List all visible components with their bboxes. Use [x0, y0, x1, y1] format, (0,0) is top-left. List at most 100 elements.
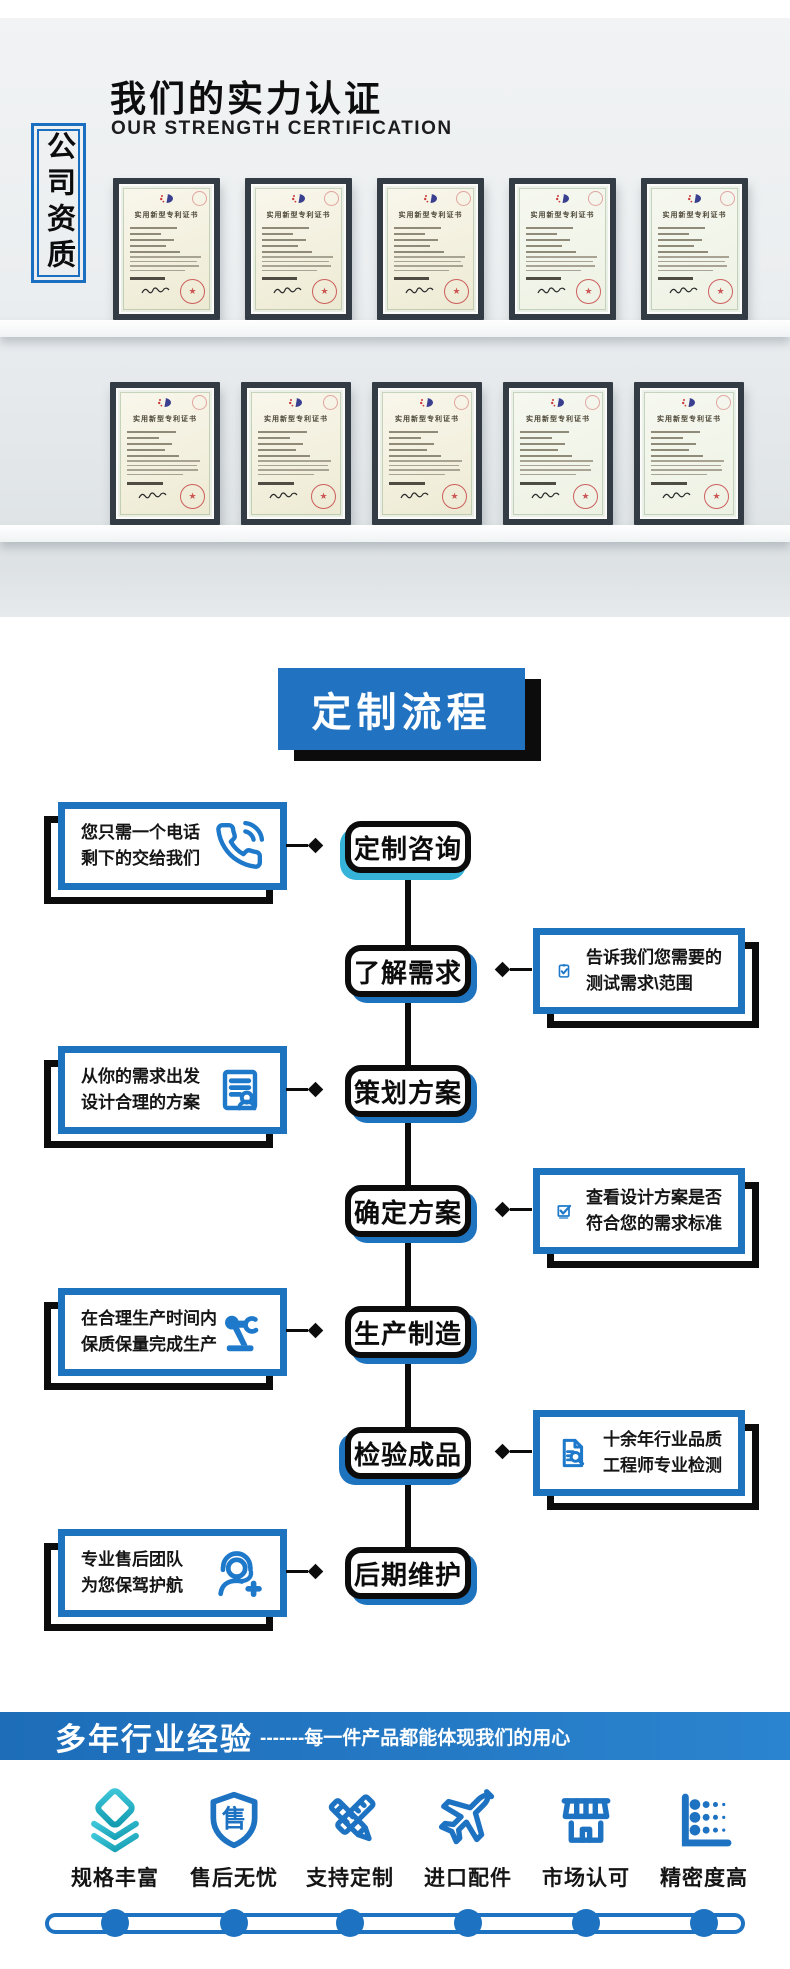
cert-paragraph-line — [651, 469, 723, 471]
certificate-paper: 实用新型专利证书 ★ — [517, 186, 608, 312]
cert-paragraph-line — [651, 473, 708, 475]
headset-person-icon — [218, 1551, 262, 1598]
certificate-shelf-row-bottom: 实用新型专利证书 ★ 实用新型专利证书 — [110, 382, 744, 525]
cert-paragraph-line — [520, 469, 592, 471]
clipboard-check-icon — [558, 964, 570, 978]
red-seal-stamp: ★ — [704, 484, 729, 509]
process-note: 从你的需求出发设计合理的方案 — [58, 1046, 287, 1134]
cert-paragraph-line — [262, 256, 333, 258]
cert-paragraph-line — [258, 469, 330, 471]
cert-text-line — [258, 443, 304, 445]
certificate-paper: 实用新型专利证书 ★ — [511, 390, 605, 517]
cert-text-line — [526, 251, 577, 253]
connector-left — [286, 1563, 324, 1580]
company-qualification-label: 公司资质 — [37, 129, 80, 277]
layers-icon — [91, 1788, 139, 1853]
shield-icon: 售 — [210, 1791, 258, 1849]
note-text: 告诉我们您需要的测试需求\范围 — [586, 947, 722, 993]
progress-dot — [336, 1909, 364, 1937]
note-text: 您只需一个电话剩下的交给我们 — [81, 822, 200, 868]
red-seal-stamp: ★ — [573, 484, 598, 509]
cert-text-line — [262, 227, 310, 229]
cert-paragraph-line — [651, 460, 725, 462]
process-node: 确定方案 — [345, 1185, 471, 1237]
certificate-title: 实用新型专利证书 — [133, 416, 197, 423]
process-node: 定制咨询 — [345, 821, 471, 873]
signature-scribble — [537, 287, 566, 294]
cert-paragraph-line — [526, 269, 581, 271]
doc-search-icon — [562, 1438, 585, 1468]
certificate-title: 实用新型专利证书 — [526, 416, 590, 423]
cert-text-line — [526, 233, 557, 235]
certificate-wall-section: 我们的实力认证 OUR STRENGTH CERTIFICATION 公司资质 … — [0, 18, 790, 617]
cert-paragraph-line — [394, 260, 462, 262]
certificate-frame: 实用新型专利证书 ★ — [377, 178, 484, 320]
cert-dark-bar — [394, 277, 429, 280]
signature-scribble — [531, 492, 560, 499]
red-seal-stamp: ★ — [311, 484, 336, 509]
cert-text-line — [389, 455, 441, 457]
certificate-title: 实用新型专利证书 — [398, 212, 463, 219]
red-seal-stamp: ★ — [576, 279, 601, 304]
patent-logo-icon — [420, 398, 433, 407]
certificate-frame: 实用新型专利证书 ★ — [372, 382, 482, 525]
cert-paragraph-line — [520, 473, 577, 475]
feature-label: 市场认可 — [542, 1867, 630, 1890]
cert-text-line — [526, 239, 570, 241]
patent-logo-icon — [555, 194, 569, 203]
patent-logo-icon — [423, 194, 437, 203]
top-stamp — [588, 191, 603, 206]
cert-paragraph-line — [526, 260, 594, 262]
signature-scribble — [405, 287, 434, 294]
cert-dark-bar — [127, 482, 163, 485]
cert-paragraph-line — [258, 460, 332, 462]
red-seal-stamp: ★ — [180, 279, 205, 304]
certificate-shelf-row-top: 实用新型专利证书 ★ 实用新型专利证书 — [113, 178, 748, 320]
banner-title: 多年行业经验 — [55, 1721, 253, 1757]
connector-right — [494, 1201, 532, 1218]
cert-text-line — [520, 455, 572, 457]
cert-text-line — [127, 431, 176, 433]
certificate-frame: 实用新型专利证书 ★ — [509, 178, 616, 320]
cert-text-line — [651, 443, 697, 445]
patent-logo-icon — [682, 398, 695, 407]
cert-paragraph-line — [127, 473, 184, 475]
certificate-title: 实用新型专利证书 — [264, 416, 328, 423]
cert-text-line — [658, 245, 695, 247]
certificate-paper: 实用新型专利证书 ★ — [385, 186, 476, 312]
process-node: 了解需求 — [345, 945, 471, 997]
ruler-pencil-icon — [328, 1794, 376, 1842]
cert-paragraph-line — [258, 473, 315, 475]
connector-left — [286, 1081, 324, 1098]
cert-paragraph-line — [526, 265, 596, 267]
section-subtitle: OUR STRENGTH CERTIFICATION — [111, 118, 453, 139]
cert-text-line — [258, 449, 296, 451]
process-node: 检验成品 — [345, 1427, 471, 1479]
feature-label: 精密度高 — [660, 1867, 748, 1890]
feature-label: 进口配件 — [424, 1867, 512, 1890]
cert-text-line — [127, 437, 159, 439]
cert-paragraph-line — [389, 469, 461, 471]
cert-text-line — [520, 443, 566, 445]
cert-paragraph-line — [520, 464, 590, 466]
cert-text-line — [127, 449, 165, 451]
cert-dark-bar — [658, 277, 693, 280]
progress-track — [45, 1913, 745, 1934]
cert-dark-bar — [389, 482, 425, 485]
red-seal-stamp: ★ — [444, 279, 469, 304]
cert-dark-bar — [651, 482, 687, 485]
cert-text-line — [389, 437, 421, 439]
resume-icon — [222, 1069, 258, 1111]
cert-dark-bar — [262, 277, 297, 280]
feature-item: 市场认可 — [526, 1782, 646, 1892]
shelf-board — [0, 525, 790, 542]
cert-text-line — [651, 455, 703, 457]
signature-scribble — [141, 287, 170, 294]
cert-text-line — [520, 437, 552, 439]
top-stamp — [192, 395, 207, 410]
top-stamp — [716, 395, 731, 410]
checkbox-icon — [557, 1204, 572, 1219]
top-stamp — [454, 395, 469, 410]
certificate-paper: 实用新型专利证书 ★ — [649, 186, 740, 312]
